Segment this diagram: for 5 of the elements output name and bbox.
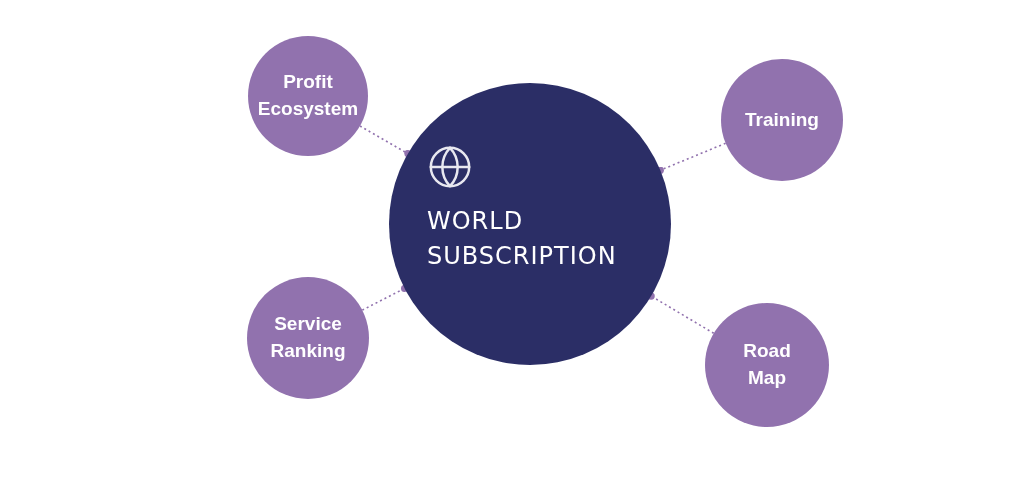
topic-label: Profit Ecosystem bbox=[257, 70, 359, 121]
topic-label: Training bbox=[745, 107, 819, 132]
hub-title: WORLD SUBSCRIPTION bbox=[427, 206, 618, 272]
topic-label: Road Map bbox=[743, 339, 791, 390]
topic-label: Service Ranking bbox=[270, 312, 346, 363]
